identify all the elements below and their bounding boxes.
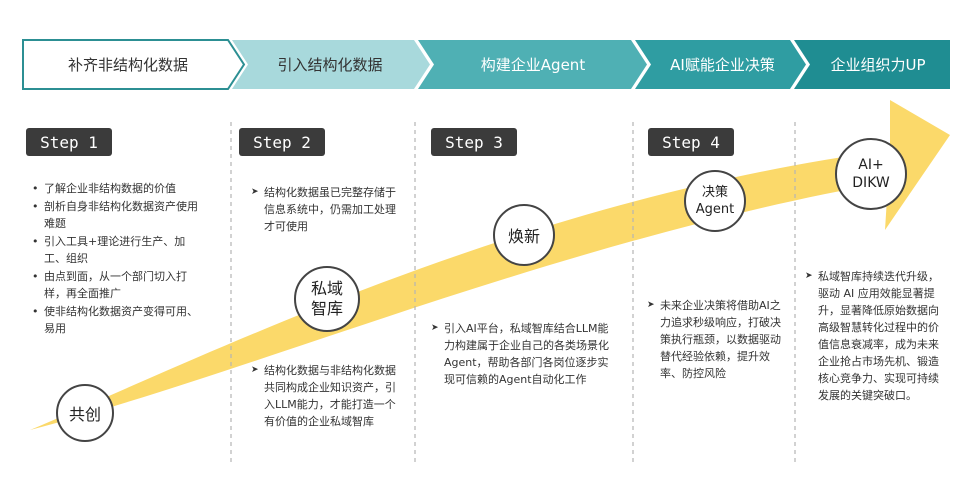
stage-chevron-3: [418, 40, 647, 89]
step-badge-1: Step 1: [26, 128, 112, 156]
milestone-juece-agent: 决策 Agent: [684, 170, 746, 232]
list-item: 剖析自身非结构化数据资产使用难题: [30, 198, 205, 232]
milestone-gongchuang: 共创: [56, 384, 114, 442]
step3-note: ➤ 引入AI平台，私域智库结合LLM能力构建属于企业自己的各类场景化Agent，…: [431, 322, 609, 386]
triangle-right-icon: ➤: [431, 323, 439, 333]
stage-chevron-5: [794, 40, 950, 89]
list-item: 引入工具+理论进行生产、加工、组织: [30, 233, 205, 267]
stage-label-2: 引入结构化数据: [277, 56, 383, 74]
milestone-huanxin: 焕新: [493, 204, 555, 266]
stage-label-5: 企业组织力UP: [830, 56, 926, 74]
stage-chevron-4: [635, 40, 806, 89]
step5-note: ➤ 私域智库持续迭代升级，驱动 AI 应用效能显著提升，显著降低原始数据向高级智…: [805, 270, 939, 402]
triangle-right-icon: ➤: [251, 187, 259, 197]
triangle-right-icon: ➤: [251, 365, 259, 375]
step-badge-2: Step 2: [239, 128, 325, 156]
stage-label-3: 构建企业Agent: [480, 56, 586, 74]
stage-label-1: 补齐非结构化数据: [67, 56, 188, 74]
list-item: 由点到面，从一个部门切入打样，再全面推广: [30, 268, 205, 302]
step1-list: 了解企业非结构数据的价值 剖析自身非结构化数据资产使用难题 引入工具+理论进行生…: [30, 180, 205, 338]
milestone-ai-dikw: AI+ DIKW: [835, 138, 907, 210]
triangle-right-icon: ➤: [647, 300, 655, 310]
stage-label-4: AI赋能企业决策: [670, 56, 775, 74]
step-badge-4: Step 4: [648, 128, 734, 156]
triangle-right-icon: ➤: [805, 271, 813, 281]
list-item: 使非结构化数据资产变得可用、易用: [30, 303, 205, 337]
list-item: 了解企业非结构数据的价值: [30, 180, 205, 197]
milestone-siyu-zhiku: 私域 智库: [294, 266, 360, 332]
step2-top-note: ➤ 结构化数据虽已完整存储于信息系统中，仍需加工处理才可使用: [251, 186, 396, 233]
stage-chevron-2: [232, 40, 430, 89]
step2-bottom-note: ➤ 结构化数据与非结构化数据共同构成企业知识资产，引入LLM能力，才能打造一个有…: [251, 364, 396, 428]
step-badge-3: Step 3: [431, 128, 517, 156]
stage-chevron-1: [22, 39, 246, 90]
step4-note: ➤ 未来企业决策将借助AI之力追求秒级响应，打破决策执行瓶颈，以数据驱动替代经验…: [647, 299, 781, 380]
